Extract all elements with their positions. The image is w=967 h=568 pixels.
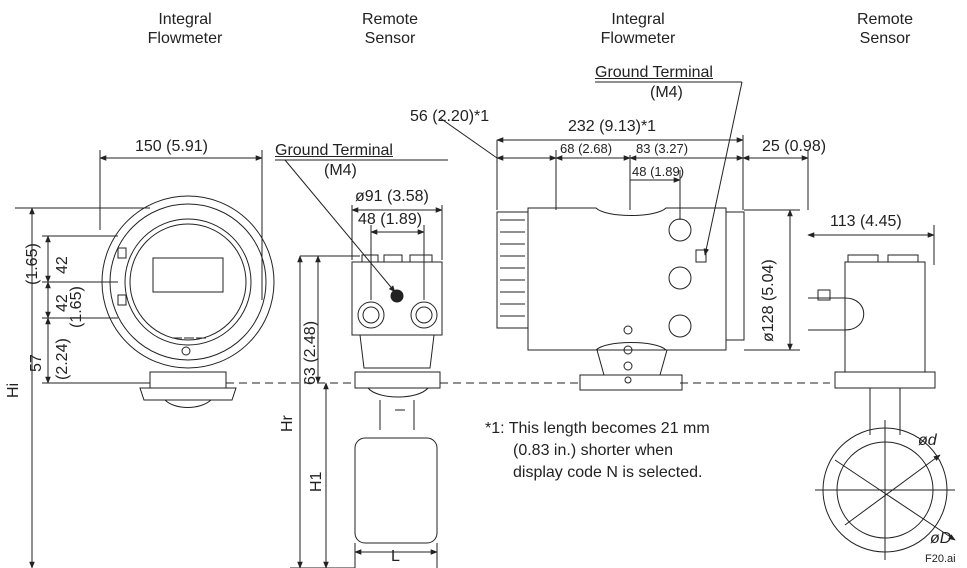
dim-25: 25 (0.98) xyxy=(762,138,827,155)
dim-42-a: 42 xyxy=(54,256,71,274)
header-integral-front: Integral Flowmeter xyxy=(130,10,240,48)
header-remote-side: Remote Sensor xyxy=(835,10,935,48)
header-line1: Remote xyxy=(856,11,914,28)
dim-48-front: 48 (1.89) xyxy=(358,211,423,228)
ground-terminal-sub-side: (M4) xyxy=(650,84,683,101)
dim-83: 83 (3.27) xyxy=(636,141,689,156)
dim-48-side: 48 (1.89) xyxy=(632,164,685,179)
header-integral-side: Integral Flowmeter xyxy=(583,10,693,48)
dim-165-b: (1.65) xyxy=(68,286,85,328)
figure-id: F20.ai xyxy=(925,553,956,565)
footnote-line3: display code N is selected. xyxy=(513,464,703,481)
dim-hr: Hr xyxy=(279,415,296,432)
header-line2: Flowmeter xyxy=(147,30,223,47)
dim-h1: H1 xyxy=(308,471,325,492)
remote-side-view xyxy=(808,254,956,560)
header-line2: Flowmeter xyxy=(600,30,676,47)
integral-front-view xyxy=(100,195,275,408)
dim-od: ød xyxy=(918,432,937,449)
header-line1: Integral xyxy=(611,11,665,28)
dim-68: 68 (2.68) xyxy=(560,141,613,156)
header-line1: Integral xyxy=(158,11,212,28)
dim-150: 150 (5.91) xyxy=(135,138,208,155)
dim-232: 232 (9.13)*1 xyxy=(568,118,657,135)
header-line1: Remote xyxy=(361,11,419,28)
footnote-line1: *1: This length becomes 21 mm xyxy=(485,420,710,437)
header-line2: Sensor xyxy=(364,30,416,47)
footnote: *1: This length becomes 21 mm (0.83 in.)… xyxy=(485,418,710,484)
dim-63: 63 (2.48) xyxy=(302,320,319,385)
dim-56: 56 (2.20)*1 xyxy=(410,108,490,125)
header-remote-front: Remote Sensor xyxy=(340,10,440,48)
integral-side-view xyxy=(496,207,745,391)
dim-57: 57 xyxy=(28,354,45,372)
ground-terminal-label-front: Ground Terminal xyxy=(275,142,393,159)
dim-165-a: (1.65) xyxy=(24,243,41,285)
dim-128: ø128 (5.04) xyxy=(760,259,777,342)
dim-91: ø91 (3.58) xyxy=(355,188,429,205)
dim-113: 113 (4.45) xyxy=(830,213,902,230)
dim-hi: Hi xyxy=(5,382,22,398)
remote-front-view xyxy=(351,254,443,544)
dim-224: (2.24) xyxy=(54,338,71,380)
ground-terminal-sub-front: (M4) xyxy=(324,162,357,179)
dim-oD: øD xyxy=(930,530,952,547)
header-line2: Sensor xyxy=(859,30,911,47)
ground-terminal-label-side: Ground Terminal xyxy=(595,64,713,81)
footnote-line2: (0.83 in.) shorter when xyxy=(513,442,674,459)
dim-l: L xyxy=(391,548,400,565)
